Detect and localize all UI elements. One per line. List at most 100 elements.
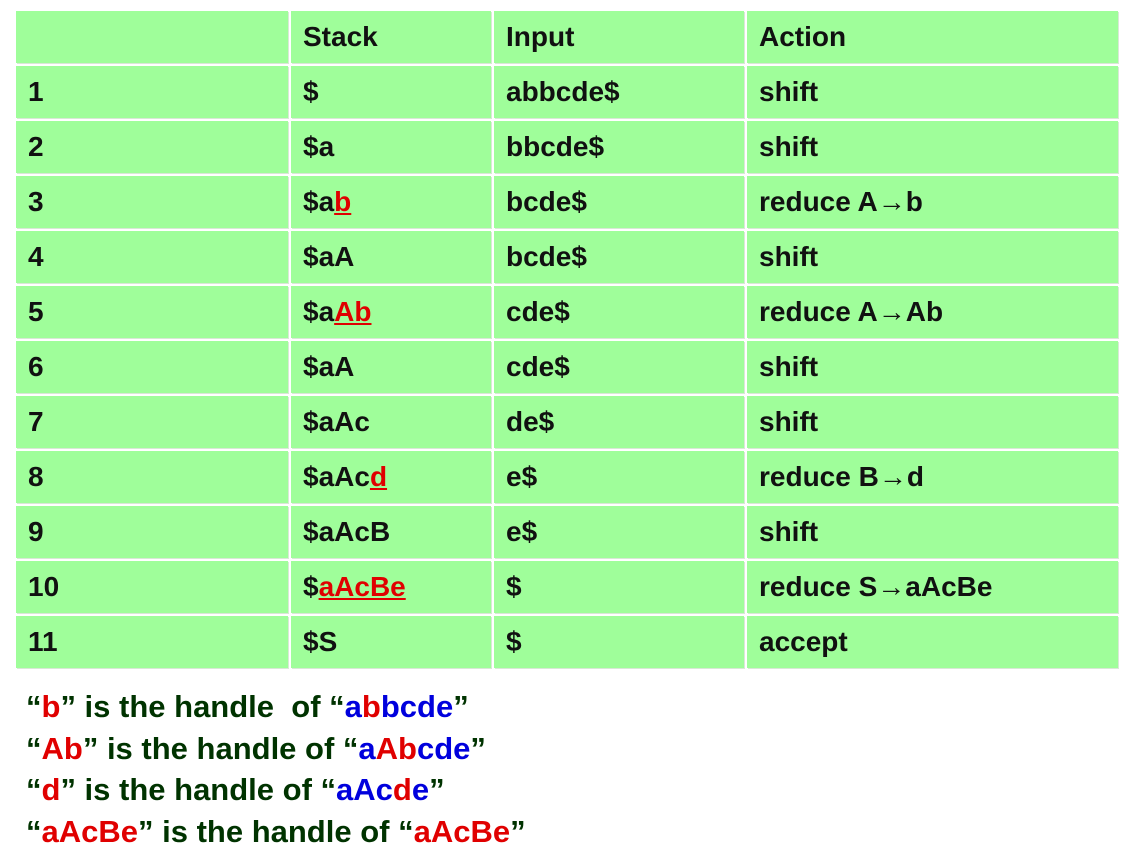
stack-handle: aAcBe — [318, 571, 406, 602]
handle-note-line: “d” is the handle of “aAcde” — [26, 769, 526, 811]
input-cell: bbcde$ — [494, 121, 744, 173]
note-text-part: d — [41, 772, 61, 807]
step-cell: 3 — [16, 176, 288, 228]
stack-cell: $aAcBe — [291, 561, 491, 613]
stack-cell: $a — [291, 121, 491, 173]
stack-cell: $aAcd — [291, 451, 491, 503]
stack-prefix: $aA — [303, 241, 355, 272]
step-cell: 10 — [16, 561, 288, 613]
stack-cell: $aAcB — [291, 506, 491, 558]
handle-note-line: “aAcBe” is the handle of “aAcBe” — [26, 811, 526, 853]
input-cell: e$ — [494, 506, 744, 558]
step-cell: 9 — [16, 506, 288, 558]
stack-cell: $ — [291, 66, 491, 118]
note-text-part: bcde — [380, 689, 454, 724]
stack-prefix: $aAc — [303, 461, 370, 492]
note-text-part: ” is the handle of “ — [60, 772, 337, 807]
note-text-part: b — [41, 689, 61, 724]
input-cell: abbcde$ — [494, 66, 744, 118]
stack-prefix: $a — [303, 296, 335, 327]
step-cell: 7 — [16, 396, 288, 448]
stack-prefix: $a — [303, 186, 335, 217]
step-cell: 4 — [16, 231, 288, 283]
stack-prefix: $aA — [303, 351, 355, 382]
note-text-part: aAc — [336, 772, 393, 807]
header-action: Action — [747, 11, 1118, 63]
stack-handle: d — [369, 461, 388, 492]
action-cell: accept — [747, 616, 1118, 668]
note-text-part: a — [344, 689, 362, 724]
step-cell: 8 — [16, 451, 288, 503]
action-cell: shift — [747, 66, 1118, 118]
action-cell: reduce S→aAcBe — [747, 561, 1118, 613]
input-cell: cde$ — [494, 286, 744, 338]
table-row: 10$aAcBe$reduce S→aAcBe — [16, 561, 1118, 613]
stack-cell: $aA — [291, 341, 491, 393]
action-cell: reduce A→Ab — [747, 286, 1118, 338]
note-text-part: “ — [26, 689, 42, 724]
note-text-part: aAcBe — [413, 813, 511, 849]
header-stack: Stack — [291, 11, 491, 63]
note-text-part: Ab — [375, 730, 417, 766]
input-cell: $ — [494, 561, 744, 613]
note-text-part: Ab — [41, 730, 83, 766]
action-cell: shift — [747, 231, 1118, 283]
stack-cell: $ab — [291, 176, 491, 228]
action-cell: reduce A→b — [747, 176, 1118, 228]
note-text-part: b — [361, 689, 381, 724]
note-text-part: ” — [453, 689, 469, 724]
stack-cell: $aAc — [291, 396, 491, 448]
stack-prefix: $ — [303, 76, 319, 107]
note-text-part: ” is the handle of “ — [82, 730, 359, 766]
note-text-part: “ — [26, 813, 42, 849]
stack-cell: $S — [291, 616, 491, 668]
step-cell: 5 — [16, 286, 288, 338]
input-cell: de$ — [494, 396, 744, 448]
action-cell: shift — [747, 396, 1118, 448]
input-cell: bcde$ — [494, 176, 744, 228]
action-cell: shift — [747, 341, 1118, 393]
input-cell: $ — [494, 616, 744, 668]
note-text-part: aAcBe — [41, 813, 139, 849]
stack-prefix: $aAcB — [303, 516, 391, 547]
note-text-part: e — [411, 772, 430, 807]
table-row: 9 $aAcB e$shift — [16, 506, 1118, 558]
stack-cell: $aA — [291, 231, 491, 283]
note-text-part: d — [392, 772, 412, 807]
note-text-part: cde — [417, 730, 471, 766]
action-cell: reduce B→d — [747, 451, 1118, 503]
action-cell: shift — [747, 121, 1118, 173]
step-cell: 6 — [16, 341, 288, 393]
note-text-part: “ — [26, 772, 42, 807]
note-text-part: ” — [510, 813, 526, 849]
input-cell: bcde$ — [494, 231, 744, 283]
action-cell: shift — [747, 506, 1118, 558]
stack-handle: Ab — [334, 296, 372, 327]
note-text-part: ” — [429, 772, 445, 807]
header-step — [16, 11, 288, 63]
stack-cell: $aAb — [291, 286, 491, 338]
header-input: Input — [494, 11, 744, 63]
stack-prefix: $ — [303, 571, 319, 602]
table-row: 4 $aA bcde$shift — [16, 231, 1118, 283]
table-header-row: Stack Input Action — [16, 11, 1118, 63]
handle-note-line: “b” is the handle of “abbcde” — [26, 686, 526, 728]
step-cell: 11 — [16, 616, 288, 668]
table-row: 1 $ abbcde$shift — [16, 66, 1118, 118]
stack-prefix: $S — [303, 626, 338, 657]
handle-notes: “b” is the handle of “abbcde”“Ab” is the… — [26, 686, 526, 852]
handle-note-line: “Ab” is the handle of “aAbcde” — [26, 728, 526, 770]
step-cell: 1 — [16, 66, 288, 118]
stack-handle: b — [334, 186, 352, 217]
stack-prefix: $a — [303, 131, 335, 162]
note-text-part: ” — [470, 730, 486, 766]
